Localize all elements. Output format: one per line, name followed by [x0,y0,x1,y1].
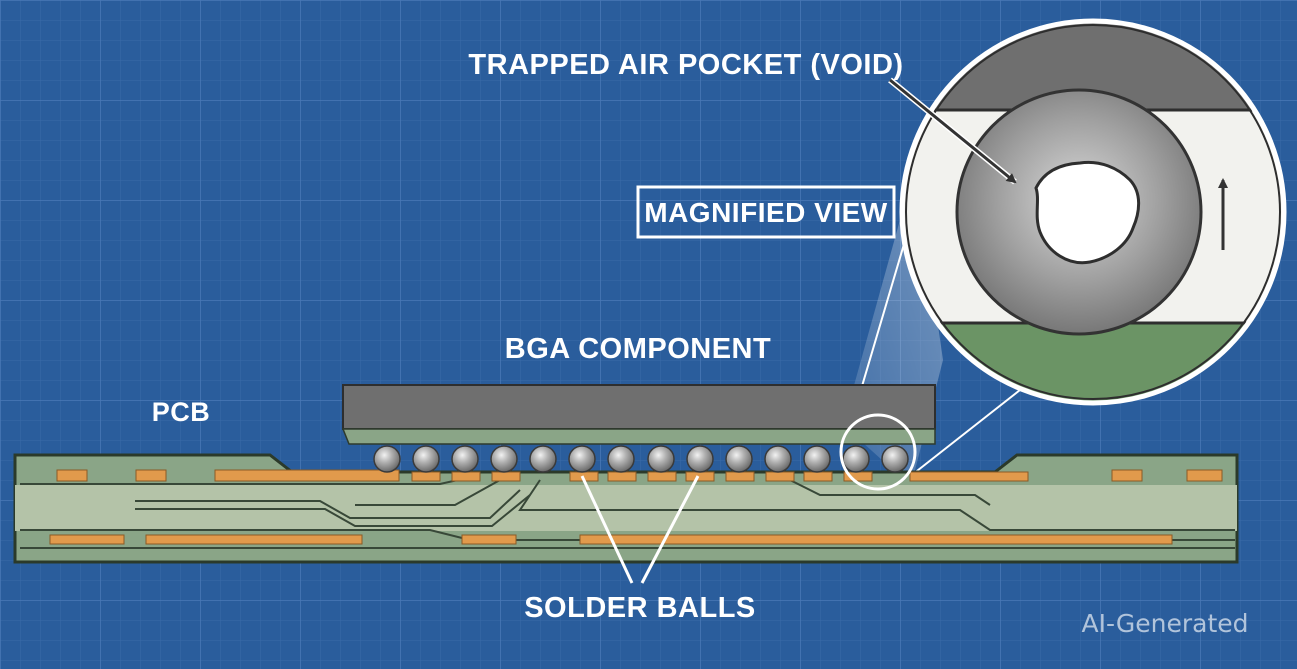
solder-ball [568,445,596,473]
copper-pads-top [56,469,1223,482]
solder-balls-label: SOLDER BALLS [524,592,756,624]
copper-planes-bottom [49,534,1173,545]
magnified-view-box [636,185,896,239]
solder-ball [412,445,440,473]
bga-body [342,384,936,430]
solder-balls-pointer [580,475,634,584]
pcb-label: PCB [152,397,211,427]
solder-balls [373,445,909,473]
pcb-board [13,453,1239,564]
bga-substrate [341,428,936,445]
magnified-view [899,18,1287,406]
trapped-air-label: TRAPPED AIR POCKET (VOID) [468,49,903,81]
solder-balls-pointer [640,475,700,584]
solder-ball [842,445,870,473]
solder-ball [725,445,753,473]
solder-ball [647,445,675,473]
solder-ball [803,445,831,473]
bga-component [341,384,936,445]
solder-ball [451,445,479,473]
void-pointer-arrow [889,78,1017,184]
solder-ball [529,445,557,473]
solder-ball [764,445,792,473]
solder-ball [881,445,909,473]
magnified-view-label: MAGNIFIED VIEW [644,197,888,228]
solder-ball [490,445,518,473]
solder-ball [373,445,401,473]
selection-ring [839,413,917,491]
air-void [1034,160,1141,265]
magnifier-beam-edge-bottom [907,389,1021,479]
solder-ball [686,445,714,473]
solder-ball [607,445,635,473]
bga-component-label: BGA COMPONENT [505,333,771,365]
watermark: AI-Generated [1081,609,1248,638]
pcb-traces [20,474,1235,549]
